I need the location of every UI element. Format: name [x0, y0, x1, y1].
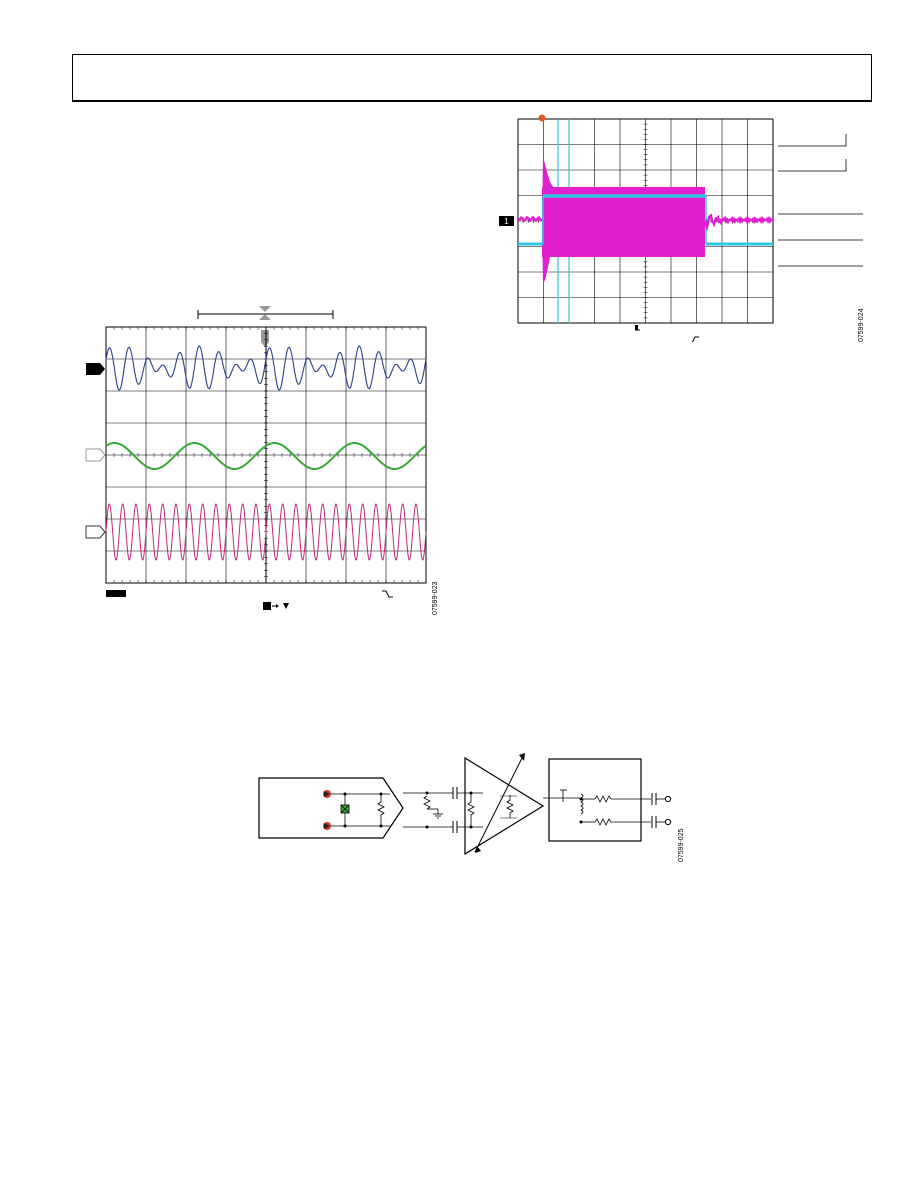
input-network	[403, 787, 483, 833]
trigger-bracket	[197, 306, 334, 347]
scope-graticule	[105, 326, 427, 584]
channel-1-marker	[86, 363, 105, 375]
circuit-diagram-figure	[258, 753, 672, 856]
amplifier-block	[464, 753, 545, 856]
figure-id-3: 07599-025	[678, 828, 685, 862]
signal-source-block	[258, 777, 404, 839]
cursor-marker	[635, 325, 640, 331]
burst-onset-spike	[542, 157, 553, 284]
burst-baseline-pre	[517, 215, 543, 223]
figure-id-1: 07599-023	[432, 581, 439, 615]
trigger-position-icon	[263, 602, 289, 610]
channel-2-marker	[85, 448, 106, 462]
filter-output-block	[543, 758, 651, 842]
burst-traces	[517, 119, 774, 323]
burst-ringdown	[703, 213, 774, 232]
output-terminals	[651, 793, 672, 828]
channel-readout-box	[106, 590, 126, 597]
figure-id-2: 07599-024	[858, 308, 865, 342]
scope-wave-figure	[85, 306, 427, 610]
trace-blue	[105, 345, 427, 391]
ground-marker: 1	[499, 216, 514, 226]
trace-magenta	[105, 503, 427, 561]
scope-burst-figure: 1	[499, 114, 863, 342]
burst-envelope	[542, 187, 705, 257]
trace-green	[105, 442, 427, 470]
channel-3-marker	[85, 525, 106, 539]
svg-text:1: 1	[504, 217, 509, 226]
trigger-slope-icon	[691, 336, 699, 342]
trigger-slope-icon	[382, 590, 393, 598]
annotation-leaders	[778, 134, 863, 267]
page-header-box	[72, 54, 872, 102]
trigger-marker	[538, 114, 546, 122]
